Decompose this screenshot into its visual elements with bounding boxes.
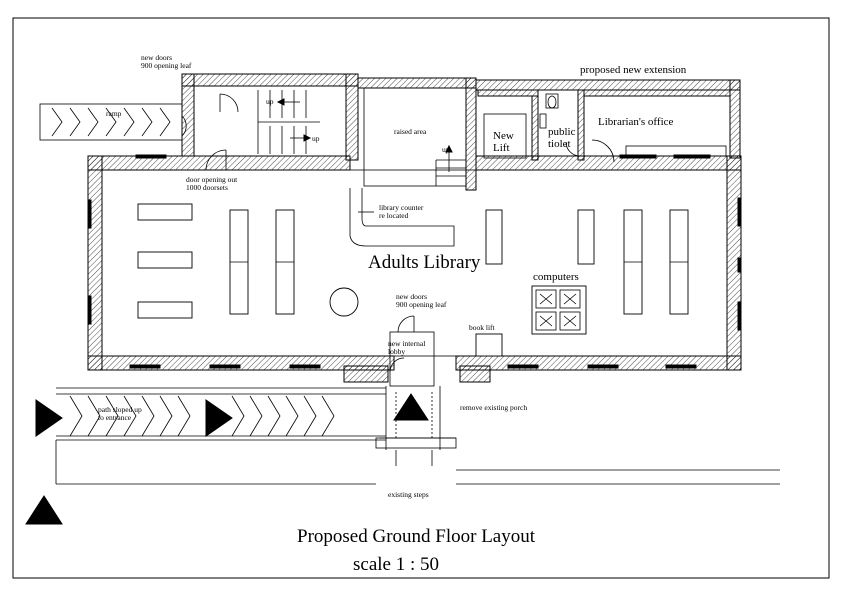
north-triangle (25, 495, 63, 525)
label-up-3: up (442, 145, 450, 154)
direction-arrow-1 (35, 399, 63, 437)
label-raised-area: raised area (394, 127, 427, 136)
direction-arrow-2 (205, 399, 233, 437)
label-door-opening-1: door opening out (186, 175, 238, 184)
label-ramp: ramp (106, 109, 122, 118)
label-remove-porch: remove existing porch (460, 403, 527, 412)
label-new-lift-2: Lift (493, 142, 510, 154)
label-path-sloped-1: path sloped up (98, 405, 142, 414)
extension (475, 79, 741, 163)
stair-block (181, 73, 359, 171)
label-door-opening-2: 1000 doorsets (186, 183, 228, 192)
label-up-2: up (312, 134, 320, 143)
label-up-1: up (266, 97, 274, 106)
label-new-internal-lobby-2: lobby (388, 347, 405, 356)
pavement (55, 440, 780, 485)
label-adults-library: Adults Library (368, 252, 481, 273)
label-book-lift: book lift (469, 323, 496, 332)
label-new-internal-lobby-1: new internal (388, 339, 425, 348)
drawing-border (12, 17, 830, 579)
raised-area (349, 77, 477, 247)
ramp (39, 103, 187, 141)
label-public-toilet-2: tiolet (548, 138, 571, 150)
label-library-counter-2: re located (379, 211, 409, 220)
label-computers: computers (533, 271, 579, 283)
label-new-doors-top-2: 900 opening leaf (141, 61, 192, 70)
label-librarians-office: Librarian's office (598, 116, 674, 128)
sloped-path (25, 387, 429, 525)
label-public-toilet-1: public (548, 126, 576, 138)
label-new-lift-1: New (493, 130, 514, 142)
label-new-doors-mid-1: new doors (396, 292, 427, 301)
labels: new doors 900 opening leaf ramp up up do… (98, 53, 687, 575)
label-new-doors-mid-2: 900 opening leaf (396, 300, 447, 309)
label-library-counter-1: library counter (379, 203, 424, 212)
label-proposed-extension: proposed new extension (580, 64, 687, 76)
entrance-triangle (393, 393, 429, 421)
label-existing-steps: existing steps (388, 490, 429, 499)
drawing-title: Proposed Ground Floor Layout (297, 526, 536, 547)
entrance-lobby (375, 315, 457, 466)
windows (87, 154, 742, 369)
label-path-sloped-2: to entrance (98, 413, 132, 422)
drawing-scale: scale 1 : 50 (353, 554, 439, 575)
furniture (137, 203, 689, 357)
label-new-doors-top-1: new doors (141, 53, 172, 62)
